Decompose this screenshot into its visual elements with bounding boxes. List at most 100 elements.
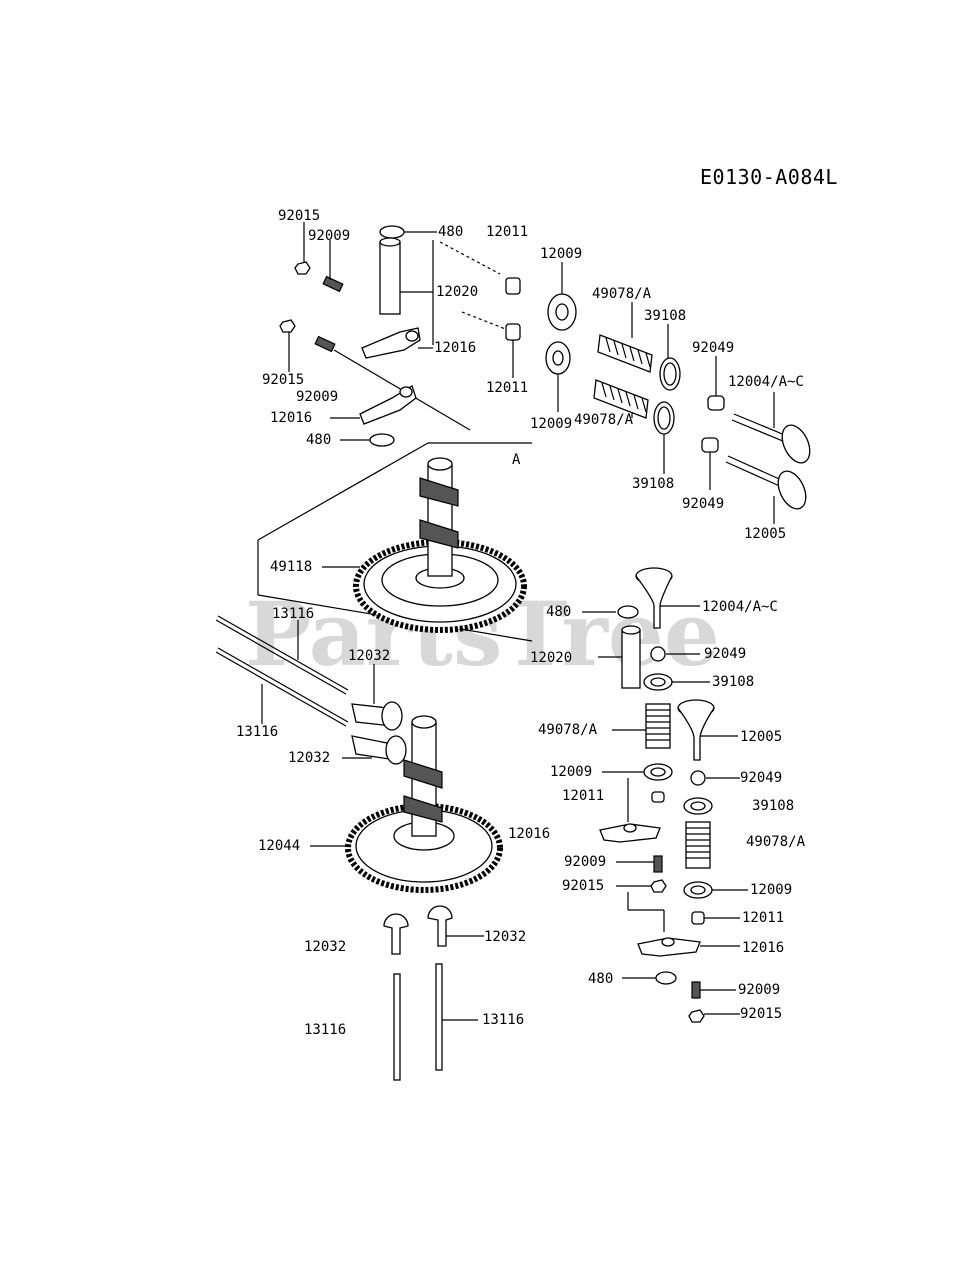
collet-12011-right-lower[interactable] (691, 911, 705, 925)
spring-49078-right-lower[interactable] (685, 821, 711, 869)
camshaft-gear-12044[interactable] (345, 715, 503, 893)
label-12032: 12032 (304, 939, 346, 955)
rocker-arm-12016-upper[interactable] (361, 327, 421, 359)
label-12009: 12009 (750, 882, 792, 898)
label-12009: 12009 (540, 246, 582, 262)
nut-92015-top[interactable] (294, 261, 311, 275)
collet-12011-right-upper[interactable] (651, 791, 665, 803)
label-12020: 12020 (530, 650, 572, 666)
label-92009: 92009 (564, 854, 606, 870)
spring-49078-right-upper[interactable] (645, 703, 671, 749)
label-12016: 12016 (270, 410, 312, 426)
label-92049: 92049 (692, 340, 734, 356)
retainer-12009-lower[interactable] (545, 341, 571, 375)
cap-92049-right-lower[interactable] (690, 770, 706, 786)
label-12009: 12009 (530, 416, 572, 432)
label-13116: 13116 (236, 724, 278, 740)
nut-92015-lower[interactable] (279, 319, 296, 333)
label-480: 480 (438, 224, 463, 240)
nut-92015-right-lower[interactable] (688, 1009, 705, 1023)
pushrod-13116-upper[interactable] (215, 615, 349, 695)
diagram-code: E0130-A084L (700, 165, 838, 189)
label-12004: 12004/A~C (728, 374, 804, 390)
retainer-12009-upper[interactable] (547, 293, 577, 331)
seal-39108-right-upper[interactable] (643, 673, 673, 691)
label-92049: 92049 (704, 646, 746, 662)
label-12032: 12032 (348, 648, 390, 664)
exhaust-valve-12005-top[interactable] (725, 455, 811, 513)
spring-49078-upper[interactable] (597, 334, 653, 373)
label-49078: 49078/A (574, 412, 634, 428)
label-12016: 12016 (742, 940, 784, 956)
label-49078: 49078/A (592, 286, 652, 302)
retainer-12009-right-lower[interactable] (683, 881, 713, 899)
screw-92009-top[interactable] (322, 275, 344, 293)
label-92015: 92015 (278, 208, 320, 224)
label-12011: 12011 (486, 380, 528, 396)
label-49118: 49118 (270, 559, 312, 575)
collet-12011-lower[interactable] (505, 323, 521, 341)
label-39108: 39108 (712, 674, 754, 690)
label-12032: 12032 (288, 750, 330, 766)
label-49078: 49078/A (538, 722, 598, 738)
label-12011: 12011 (742, 910, 784, 926)
label-92015: 92015 (740, 1006, 782, 1022)
pushrod-13116-lower[interactable] (215, 647, 349, 727)
tappet-12032-bottom-left[interactable] (383, 913, 409, 955)
label-12011: 12011 (486, 224, 528, 240)
washer-480-top[interactable] (379, 225, 405, 239)
washer-480-right[interactable] (617, 605, 639, 619)
label-ref-a: A (512, 452, 521, 468)
screw-92009-right-lower[interactable] (691, 981, 701, 999)
pushrod-13116-bottom-right[interactable] (435, 963, 443, 1071)
label-13116: 13116 (482, 1012, 524, 1028)
tappet-12032-lower[interactable] (351, 735, 407, 765)
label-92015: 92015 (262, 372, 304, 388)
cap-92049-right-upper[interactable] (650, 646, 666, 662)
intake-valve-12004-top[interactable] (731, 413, 815, 467)
rocker-arm-12016-right-upper[interactable] (599, 823, 661, 843)
camshaft-gear-49118[interactable] (353, 457, 527, 633)
label-92009: 92009 (308, 228, 350, 244)
shaft-12020-right[interactable] (621, 625, 641, 689)
label-92049: 92049 (682, 496, 724, 512)
label-12020: 12020 (436, 284, 478, 300)
shaft-12020-top[interactable] (379, 237, 401, 315)
label-480: 480 (306, 432, 331, 448)
seal-39108-right-lower[interactable] (683, 797, 713, 815)
nut-92015-right-upper[interactable] (650, 879, 667, 893)
intake-valve-12004-right[interactable] (635, 567, 673, 629)
label-13116: 13116 (304, 1022, 346, 1038)
tappet-12032-upper[interactable] (351, 701, 403, 731)
exhaust-valve-12005-right[interactable] (677, 699, 715, 761)
label-12032: 12032 (484, 929, 526, 945)
tappet-12032-bottom-right[interactable] (427, 905, 453, 947)
screw-92009-lower[interactable] (314, 335, 336, 353)
retainer-12009-right-upper[interactable] (643, 763, 673, 781)
label-92009: 92009 (738, 982, 780, 998)
label-92049: 92049 (740, 770, 782, 786)
rocker-arm-12016-right-lower[interactable] (637, 937, 701, 957)
pushrod-13116-bottom-left[interactable] (393, 973, 401, 1081)
label-39108: 39108 (644, 308, 686, 324)
washer-480-right-lower[interactable] (655, 971, 677, 985)
seal-39108-lower[interactable] (653, 401, 675, 435)
label-13116: 13116 (272, 606, 314, 622)
label-12044: 12044 (258, 838, 300, 854)
cap-92049-upper[interactable] (707, 395, 725, 411)
label-12016: 12016 (434, 340, 476, 356)
collet-12011-upper[interactable] (505, 277, 521, 295)
label-12011: 12011 (562, 788, 604, 804)
spring-49078-lower[interactable] (593, 379, 649, 419)
seal-39108-upper[interactable] (659, 357, 681, 391)
label-39108: 39108 (632, 476, 674, 492)
label-92015: 92015 (562, 878, 604, 894)
cap-92049-lower[interactable] (701, 437, 719, 453)
label-12004: 12004/A~C (702, 599, 778, 615)
washer-480-lower[interactable] (369, 433, 395, 447)
label-12009: 12009 (550, 764, 592, 780)
label-12005: 12005 (744, 526, 786, 542)
rocker-arm-12016-lower[interactable] (359, 385, 417, 425)
screw-92009-right-upper[interactable] (653, 855, 663, 873)
